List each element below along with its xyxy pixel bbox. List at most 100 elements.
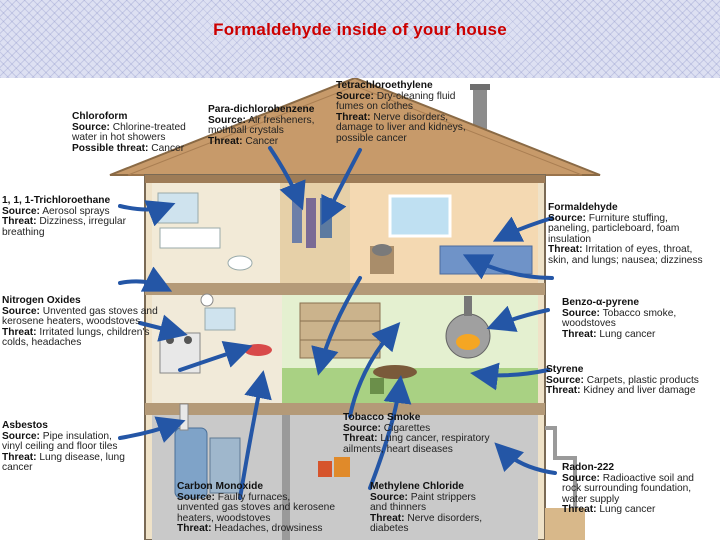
detail-key: Source: [177, 491, 215, 503]
pollutant-detail-line: and thinners [370, 502, 427, 514]
pollutant-detail-line: Threat: Cancer [208, 135, 279, 147]
pollutant-detail-line: Source: Paint strippers [370, 491, 476, 503]
pollutant-detail-line: cancer [2, 462, 33, 474]
hanging-clothes [306, 198, 316, 248]
arrow-benzo-pyrene [486, 305, 550, 332]
detail-key: Source: [2, 430, 40, 442]
pollutant-detail-line: breathing [2, 226, 45, 238]
coffee-table [373, 365, 417, 379]
kitchen-window [204, 307, 236, 331]
pollutant-detail-line: heaters, woodstoves [177, 512, 271, 524]
armchair [370, 378, 384, 394]
arrow-trichloroethane [118, 266, 173, 292]
detail-key: Source: [370, 491, 408, 503]
detail-key: Threat: [2, 216, 37, 228]
pollutant-detail-line: ailments, heart diseases [343, 443, 453, 455]
toilet [227, 255, 253, 271]
pollutant-detail-line: Source: Pipe insulation, [2, 430, 112, 442]
stove-pipe [464, 296, 472, 316]
pollutant-detail-line: Threat: Nerve disorders, [370, 512, 483, 524]
hanging-clothes [292, 198, 302, 243]
arrow-nitrogen-oxides [138, 314, 188, 342]
detail-key: Threat: [548, 244, 583, 256]
detail-key: Threat: [370, 512, 405, 524]
arrow-asbestos [118, 416, 186, 443]
pollutant-detail-line: unvented gas stoves and kerosene [177, 502, 336, 514]
pollutant-detail-line: Threat: Kidney and liver damage [546, 385, 696, 397]
water-pipe [545, 426, 577, 540]
arrow-radon [494, 442, 557, 475]
pollutant-detail-line: fumes on clothes [336, 101, 414, 113]
pollutant-detail-line: mothball crystals [208, 125, 284, 137]
pollutant-detail-line: Threat: Irritation of eyes, throat, [548, 244, 693, 256]
pollutant-detail-line: Threat: Dizziness, irregular [2, 216, 126, 228]
detail-key: Source: [562, 472, 600, 484]
pollutant-detail-line: Source: Carpets, plastic products [546, 374, 699, 386]
pollutant-name: Chloroform [72, 111, 128, 122]
detail-key: Source: [208, 114, 246, 126]
detail-key: Threat: [2, 451, 37, 463]
pollutant-name: Para-dichlorobenzene [208, 104, 315, 115]
bed [439, 245, 533, 275]
pollutant-detail-line: Threat: Lung cancer [562, 504, 656, 516]
pollutant-detail-line: damage to liver and kidneys, [336, 122, 466, 134]
arrow-kitchen [178, 341, 253, 372]
pollutant-detail-line: Source: Radioactive soil and [562, 472, 694, 484]
pollutant-name: Asbestos [2, 420, 48, 431]
detail-key: Threat: [177, 523, 212, 535]
pollutant-detail-line: Threat: Irritated lungs, children's [2, 326, 150, 338]
floor-slab [145, 283, 545, 295]
pollutant-detail-line: insulation [548, 233, 592, 245]
pollutant-name: Tobacco Smoke [343, 412, 421, 423]
furnace [209, 437, 241, 494]
pollutant-detail-line: Threat: Lung cancer [562, 328, 656, 340]
floor-slab [145, 403, 545, 415]
pollutant-detail-line: Threat: Lung cancer, respiratory [343, 433, 490, 445]
pollutant-detail-line: Source: Faulty furnaces, [177, 491, 291, 503]
insulated-pipe [179, 403, 189, 431]
pollutant-detail-line: skin, and lungs; nausea; dizziness [548, 254, 703, 266]
pollutant-detail-line: Source: Cigarettes [343, 422, 431, 434]
detail-key: Threat: [562, 328, 597, 340]
detail-key: Source: [2, 205, 40, 217]
detail-key: Source: [72, 121, 110, 133]
paint-can [318, 461, 332, 477]
pollutant-detail-line: paneling, particleboard, foam [548, 223, 680, 235]
pollutant-name: Carbon Monoxide [177, 481, 264, 492]
burner [184, 336, 192, 344]
pollutant-name: Formaldehyde [548, 202, 618, 213]
pollutant-detail-line: water supply [562, 493, 620, 505]
detail-key: Threat: [336, 111, 371, 123]
pollutant-name: Methylene Chloride [370, 481, 464, 492]
kitchen-chair [244, 344, 272, 356]
house-illustration [109, 78, 601, 540]
chimney-cap [470, 84, 490, 90]
pollutant-detail-line: Source: Aerosol sprays [2, 205, 110, 217]
pollutant-detail-line: water in hot showers [72, 132, 166, 144]
detail-key: Source: [343, 422, 381, 434]
detail-key: Source: [2, 305, 40, 317]
pollutant-name: Tetrachloroethylene [336, 80, 433, 91]
pollutant-name: Radon-222 [562, 462, 615, 473]
wall-clock [200, 293, 214, 307]
detail-key: Source: [562, 307, 600, 319]
pollutant-detail-line: Source: Tobacco smoke, [562, 307, 677, 319]
arrow-styrene [470, 362, 550, 391]
page-title: Formaldehyde inside of your house [213, 20, 507, 39]
pollutant-name: Nitrogen Oxides [2, 295, 81, 306]
pollutant-name: Styrene [546, 364, 584, 375]
pollutant-detail-line: Source: Dry-cleaning fluid [336, 90, 456, 102]
detail-key: Source: [546, 374, 584, 386]
pollutant-detail-line: rock surrounding foundation, [562, 483, 692, 495]
pollutant-detail-line: Threat: Lung disease, lung [2, 451, 125, 463]
